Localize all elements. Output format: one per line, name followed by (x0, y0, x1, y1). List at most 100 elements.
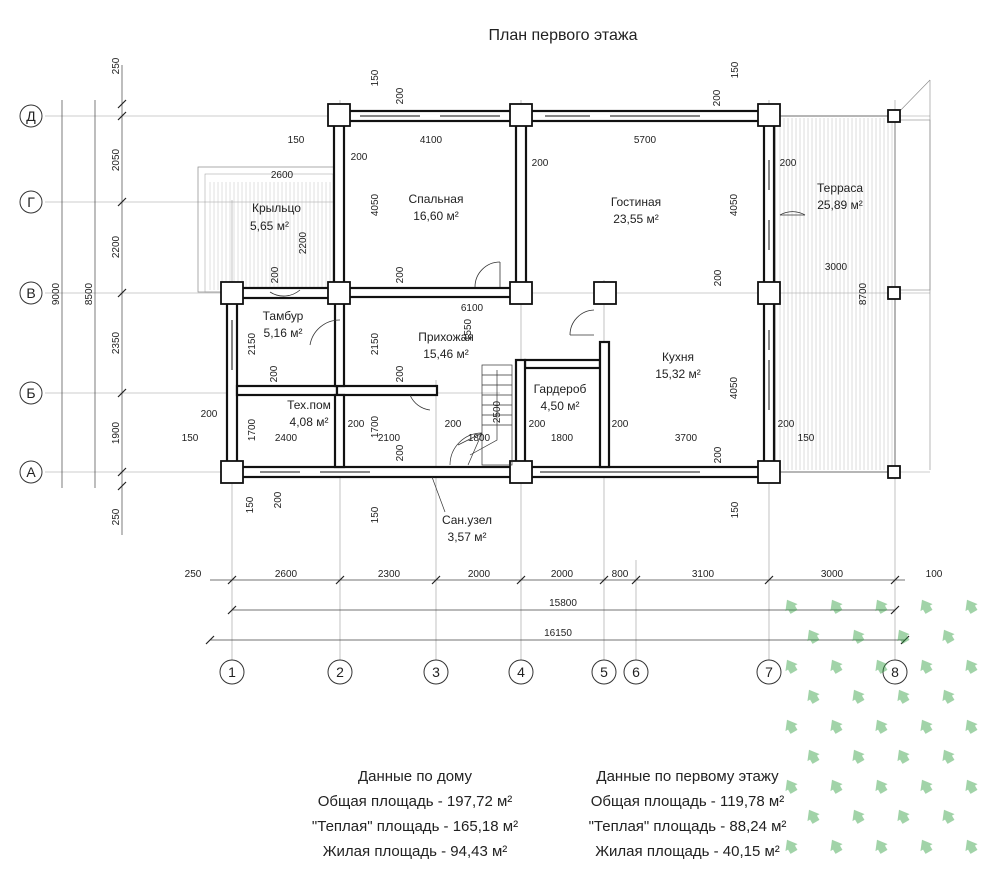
svg-text:3: 3 (432, 664, 440, 680)
room-sanuzel-name: Сан.узел (442, 513, 492, 527)
svg-text:200: 200 (269, 365, 280, 382)
svg-text:15800: 15800 (549, 598, 577, 609)
svg-text:4100: 4100 (420, 135, 443, 146)
log-corners (220, 103, 901, 484)
svg-text:9000: 9000 (51, 282, 62, 305)
svg-text:200: 200 (273, 491, 284, 508)
house-logo-icon (830, 719, 843, 734)
house-logo-icon (830, 839, 843, 854)
left-dimensions: 250 2050 2200 2350 1900 250 9000 8500 (51, 57, 122, 525)
dimension-lines (61, 65, 910, 645)
axis-col-3: 3 (423, 659, 449, 685)
svg-text:2000: 2000 (551, 569, 574, 580)
room-kuhnya-area: 15,32 м² (655, 367, 701, 381)
house-logo-icon (807, 749, 820, 764)
svg-text:150: 150 (245, 496, 256, 513)
plan-title: План первого этажа (489, 27, 638, 44)
svg-text:150: 150 (182, 433, 199, 444)
house-logo-icon (830, 659, 843, 674)
svg-text:8: 8 (891, 664, 899, 680)
svg-text:Г: Г (27, 194, 35, 210)
summary-floor-warm: "Теплая" площадь - 88,24 м² (588, 818, 787, 835)
house-logo-icon (875, 719, 888, 734)
room-gostinaya-area: 23,55 м² (613, 212, 659, 226)
svg-text:250: 250 (111, 57, 122, 74)
house-logo-icon (807, 689, 820, 704)
svg-text:В: В (26, 285, 35, 301)
svg-text:200: 200 (445, 419, 462, 430)
svg-text:2150: 2150 (370, 332, 381, 355)
svg-text:200: 200 (713, 446, 724, 463)
axis-row-A: А (19, 460, 43, 484)
axis-bubbles: Д Г В Б А 1 2 3 4 5 6 7 8 (19, 104, 908, 685)
svg-text:2400: 2400 (275, 433, 298, 444)
house-logo-icon (920, 719, 933, 734)
svg-text:200: 200 (712, 89, 723, 106)
svg-text:8700: 8700 (858, 282, 869, 305)
svg-text:200: 200 (270, 266, 281, 283)
axis-col-7: 7 (756, 659, 782, 685)
svg-text:200: 200 (201, 409, 218, 420)
svg-text:3700: 3700 (675, 433, 698, 444)
svg-text:2600: 2600 (275, 569, 298, 580)
svg-text:5700: 5700 (634, 135, 657, 146)
summary-house: Данные по дому Общая площадь - 197,72 м²… (300, 764, 530, 864)
house-logo-icon (785, 719, 798, 734)
svg-text:200: 200 (780, 158, 797, 169)
staircase (449, 364, 513, 466)
svg-text:200: 200 (395, 365, 406, 382)
room-garderob-name: Гардероб (534, 382, 587, 396)
svg-text:4: 4 (517, 664, 525, 680)
svg-text:150: 150 (730, 61, 741, 78)
house-logo-icon (785, 779, 798, 794)
room-spalnaya-name: Спальная (409, 192, 464, 206)
house-logo-icon (920, 659, 933, 674)
house-logo-icon (875, 779, 888, 794)
house-logo-icon (852, 629, 865, 644)
house-logo-icon (785, 659, 798, 674)
svg-text:200: 200 (713, 269, 724, 286)
svg-text:250: 250 (111, 508, 122, 525)
axis-row-B: Б (19, 381, 43, 405)
axis-col-8: 8 (882, 659, 908, 685)
house-logo-icon (785, 599, 798, 614)
svg-text:2200: 2200 (111, 235, 122, 258)
room-prihozhaya-area: 15,46 м² (423, 347, 469, 361)
svg-text:800: 800 (612, 569, 629, 580)
doors (269, 211, 806, 411)
room-tehpom-area: 4,08 м² (290, 415, 329, 429)
house-logo-icon (897, 749, 910, 764)
house-logo-icon (830, 779, 843, 794)
summary-floor-total: Общая площадь - 119,78 м² (590, 793, 785, 810)
svg-text:150: 150 (798, 433, 815, 444)
svg-text:200: 200 (778, 419, 795, 430)
room-terrasa-name: Терраса (817, 181, 863, 195)
svg-text:2: 2 (336, 664, 344, 680)
svg-text:200: 200 (529, 419, 546, 430)
house-logo-icon (942, 749, 955, 764)
svg-text:200: 200 (395, 444, 406, 461)
svg-text:8500: 8500 (84, 282, 95, 305)
summary-house-living: Жилая площадь - 94,43 м² (322, 843, 508, 860)
room-tambur-area: 5,16 м² (264, 326, 303, 340)
svg-text:4050: 4050 (729, 193, 740, 216)
room-tambur-name: Тамбур (263, 309, 304, 323)
axis-col-5: 5 (591, 659, 617, 685)
svg-text:2300: 2300 (378, 569, 401, 580)
svg-text:200: 200 (395, 266, 406, 283)
house-logo-icon (965, 779, 978, 794)
svg-text:Д: Д (26, 108, 36, 124)
summary-floor-header: Данные по первому этажу (596, 768, 779, 785)
svg-text:2600: 2600 (271, 170, 294, 181)
axis-col-1: 1 (219, 659, 245, 685)
svg-text:2200: 2200 (298, 231, 309, 254)
room-spalnaya-area: 16,60 м² (413, 209, 459, 223)
room-krylco-name: Крыльцо (252, 201, 301, 215)
svg-text:150: 150 (370, 69, 381, 86)
house-logo-icon (852, 809, 865, 824)
axis-col-6: 6 (623, 659, 649, 685)
house-logo-icon (897, 689, 910, 704)
svg-text:200: 200 (395, 87, 406, 104)
svg-text:150: 150 (288, 135, 305, 146)
